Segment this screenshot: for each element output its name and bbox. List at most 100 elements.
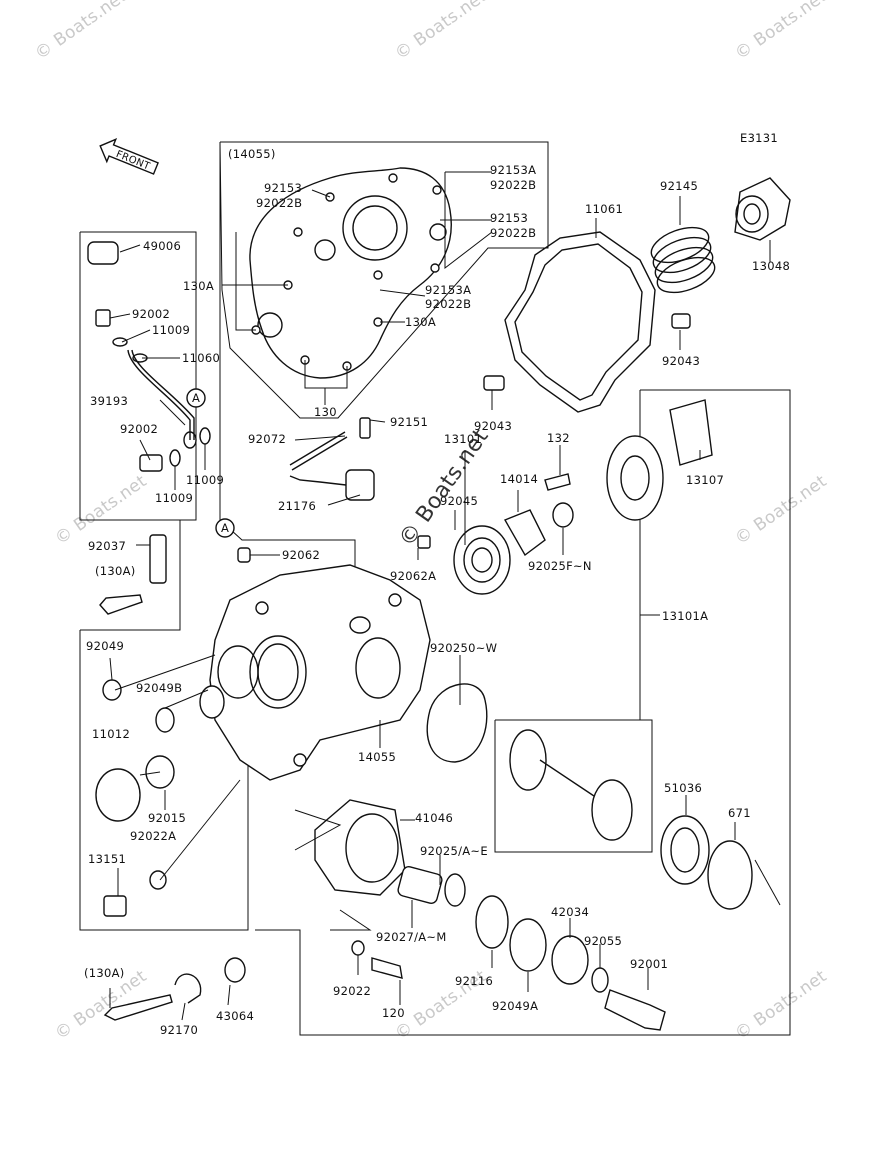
- part-label: 11009: [152, 323, 190, 337]
- drain-plug: [103, 895, 127, 917]
- part-label: 130: [314, 405, 337, 419]
- part-label: 92049B: [136, 681, 182, 695]
- part-label: 92116: [455, 974, 493, 988]
- part-label: 92037: [88, 539, 126, 553]
- gasket-part: [504, 231, 656, 413]
- part-label: 92153A: [425, 283, 471, 297]
- seal-part: [660, 815, 710, 885]
- part-label: 92045: [440, 494, 478, 508]
- washer-2: [149, 870, 167, 890]
- watermark: © Boats.net: [731, 0, 830, 64]
- coupling-gear: [551, 935, 589, 985]
- callout-a: [186, 388, 206, 408]
- sleeve-part: [671, 313, 691, 329]
- watermark: © Boats.net: [731, 966, 830, 1044]
- sensor-parts: [289, 417, 375, 501]
- part-label: 92015: [148, 811, 186, 825]
- front-arrow-icon: FRONT: [99, 137, 159, 175]
- part-label: 51036: [664, 781, 702, 795]
- bearing-part-2: [475, 895, 509, 949]
- cap-part: [95, 768, 141, 822]
- part-label: 92043: [474, 419, 512, 433]
- part-label: 92153: [490, 211, 528, 225]
- part-label: 130A: [183, 279, 214, 293]
- oil-line-parts: [87, 241, 211, 472]
- coupling-part: [734, 177, 791, 241]
- part-label: 92022B: [425, 297, 471, 311]
- part-label: 11009: [186, 473, 224, 487]
- part-label: 13101: [444, 432, 482, 446]
- pump-cover-part: [249, 167, 452, 379]
- bolt-part-3: [103, 994, 173, 1021]
- bushing: [199, 685, 225, 719]
- part-label: 92022B: [256, 196, 302, 210]
- washer-3: [351, 940, 365, 956]
- watermark: © Boats.net: [731, 471, 830, 549]
- part-label: 92049: [86, 639, 124, 653]
- leader-lines: [109, 171, 781, 1021]
- bracket-part-2: [149, 534, 167, 584]
- group-frames: [79, 141, 791, 1036]
- part-label: 92027/A~M: [376, 930, 447, 944]
- part-labels: (14055) 92153A 92022B 92153 92022B 92153…: [84, 147, 790, 1037]
- part-label: 92170: [160, 1023, 198, 1037]
- part-label: 92145: [660, 179, 698, 193]
- part-label: 92025F~N: [528, 559, 592, 573]
- part-label: 11060: [182, 351, 220, 365]
- part-label: 130A: [405, 315, 436, 329]
- part-label: 14055: [358, 750, 396, 764]
- bolt-part-4: [99, 594, 143, 615]
- callout-a-label: A: [221, 521, 229, 535]
- collar-part: [417, 535, 431, 549]
- watermark: © Boats.net: [391, 0, 490, 64]
- spacer-part: [397, 865, 443, 905]
- part-label: 11009: [155, 491, 193, 505]
- oring-part: [707, 840, 753, 910]
- part-label: 92022B: [490, 178, 536, 192]
- part-label: 92025/A~E: [420, 844, 488, 858]
- part-label: 92062: [282, 548, 320, 562]
- gear-case-housing: [209, 564, 431, 781]
- part-label: 13107: [686, 473, 724, 487]
- part-label: 21176: [278, 499, 316, 513]
- part-label: 92002: [132, 307, 170, 321]
- part-label: 92043: [662, 354, 700, 368]
- part-label: 671: [728, 806, 751, 820]
- gear-part: [606, 399, 713, 521]
- watermark: © Boats.net: [51, 471, 150, 549]
- part-label: 14014: [500, 472, 538, 486]
- part-label: 92022: [333, 984, 371, 998]
- part-label: (14055): [228, 147, 276, 161]
- grommet-part: [224, 957, 246, 983]
- part-label: 92022B: [490, 226, 536, 240]
- part-label: 120: [382, 1006, 405, 1020]
- part-label: 92153A: [490, 163, 536, 177]
- bolt-part-5: [544, 473, 571, 491]
- part-label: 13151: [88, 852, 126, 866]
- part-label: 92153: [264, 181, 302, 195]
- diagram-id: E3131: [740, 131, 778, 145]
- part-label: 92072: [248, 432, 286, 446]
- final-case-part: [314, 799, 406, 896]
- part-label: 92151: [390, 415, 428, 429]
- callout-a: [215, 518, 235, 538]
- watermark: © Boats.net: [31, 0, 130, 64]
- spring-part: [650, 226, 716, 294]
- shim-part-2: [444, 873, 466, 907]
- bearing-part: [453, 525, 511, 595]
- bracket-part: [503, 509, 546, 557]
- washer: [155, 707, 175, 733]
- part-label: 42034: [551, 905, 589, 919]
- part-label: (130A): [84, 966, 125, 980]
- gasket-part-2: [426, 683, 488, 763]
- part-label: 49006: [143, 239, 181, 253]
- part-label: 39193: [90, 394, 128, 408]
- bolt-part-2: [371, 957, 403, 979]
- seal-small: [102, 679, 122, 701]
- sleeve-part: [483, 375, 505, 391]
- part-label: 92049A: [492, 999, 538, 1013]
- seal-inner: [670, 827, 700, 873]
- bolt-part: [604, 989, 666, 1031]
- part-label: 13048: [752, 259, 790, 273]
